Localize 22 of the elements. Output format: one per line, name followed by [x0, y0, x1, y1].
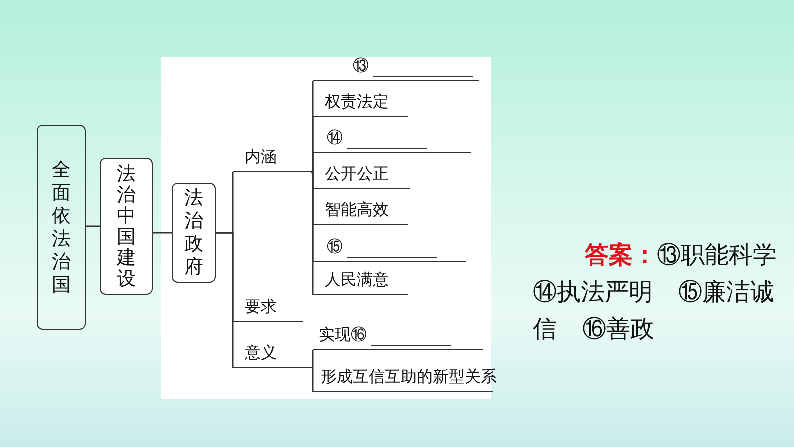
- branch-label: ⑮: [313, 236, 466, 262]
- branch-label: ⑬: [313, 55, 479, 81]
- branch-label: ⑭: [313, 127, 471, 153]
- concept-box: 法治中国建设: [100, 158, 153, 295]
- connector-line: [86, 226, 100, 228]
- branch-label: 公开公正: [313, 163, 410, 189]
- branch-label: 内涵: [233, 146, 311, 172]
- branch-label: 要求: [233, 296, 303, 322]
- answer-text: 答案：⑬职能科学 ⑭执法严明 ⑮廉洁诚信 ⑯善政: [533, 239, 778, 345]
- connector-line: [312, 350, 314, 369]
- branch-label: 智能高效: [313, 199, 408, 225]
- branch-label: 实现⑯: [313, 324, 483, 350]
- branch-label: 意义: [233, 342, 313, 368]
- concept-box: 全面依法治国: [37, 125, 86, 330]
- connector-line: [216, 232, 234, 368]
- concept-box: 法治政府: [172, 183, 216, 283]
- branch-label: 人民满意: [313, 269, 408, 295]
- connector-line: [312, 367, 314, 392]
- connector-line: [311, 171, 314, 295]
- branch-label: 权责法定: [313, 91, 408, 117]
- connector-line: [311, 153, 314, 173]
- connector-line: [153, 232, 172, 234]
